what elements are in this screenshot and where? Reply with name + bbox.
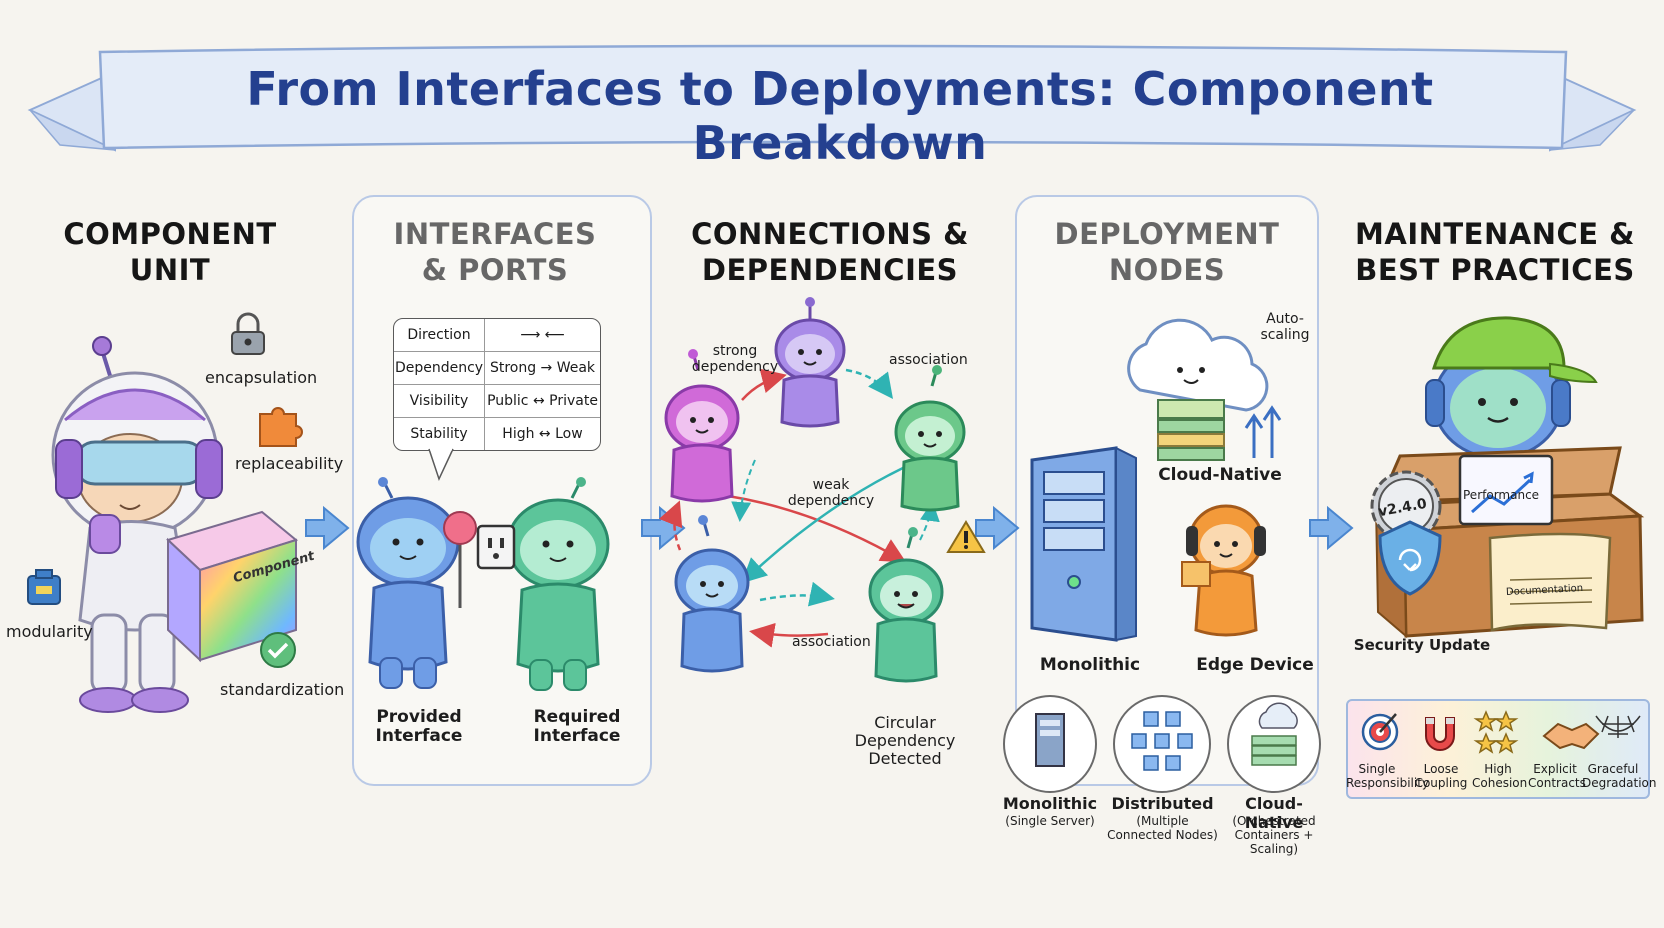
interfaces-panel [352, 195, 652, 786]
property-encapsulation: encapsulation [205, 368, 318, 387]
autoscaling-label: Auto-scaling [1260, 311, 1310, 343]
node-robot-blue-bottom [674, 515, 750, 673]
maintenance-robot [1425, 316, 1598, 460]
page-title: From Interfaces to Deployments: Componen… [246, 62, 1434, 170]
property-modularity: modularity [6, 622, 93, 641]
edge-device-robot [1181, 504, 1266, 637]
monolithic-label: Monolithic [1039, 655, 1141, 675]
section-title-connections: CONNECTIONS &DEPENDENCIES [691, 217, 969, 287]
lock-icon [231, 312, 265, 355]
dependency-graph [658, 297, 986, 683]
cloud-icon [1127, 318, 1269, 412]
table-row: Visibility Public ↔ Private [394, 384, 600, 417]
bubble-monolithic-desc: (Single Server) [1005, 814, 1095, 828]
best-practices-box [1346, 699, 1650, 799]
association-label-top: association [889, 352, 968, 368]
cloud-native-mini-icon [1251, 702, 1298, 766]
shield-icon [1378, 520, 1442, 596]
warning-icon [946, 520, 986, 553]
flow-arrow-3 [975, 505, 1020, 551]
table-row: Dependency Strong → Weak [394, 351, 600, 384]
badge-check-icon [260, 632, 296, 668]
bubble-monolithic-title: Monolithic [1002, 794, 1098, 813]
magnet-icon [1425, 717, 1455, 751]
security-update-label: Security Update [1353, 636, 1491, 654]
table-row: Stability High ↔ Low [394, 417, 600, 450]
required-robot [476, 477, 610, 691]
performance-label: Performance [1463, 488, 1540, 502]
puzzle-icon [259, 407, 303, 447]
stars-icon [1473, 710, 1519, 754]
property-replaceability: replaceability [235, 454, 344, 473]
deployment-illustration [1030, 318, 1282, 642]
node-robot-purple-top [774, 297, 846, 428]
title-banner [27, 44, 1637, 152]
flow-arrow-1 [305, 505, 350, 551]
cloud-native-label: Cloud-Native [1158, 465, 1282, 485]
deployment-bubbles [1003, 695, 1321, 793]
node-robot-magenta-left [664, 349, 740, 503]
astronaut-robot [51, 336, 299, 713]
flow-arrow-4 [1309, 505, 1354, 551]
safety-net-icon [1595, 715, 1641, 738]
speech-bubble-tail [428, 447, 454, 482]
interface-properties-table: Direction ⟶ ⟵ Dependency Strong → Weak V… [393, 318, 601, 451]
server-tower-icon [1030, 446, 1137, 642]
association-label-bottom: association [792, 634, 871, 650]
mini-server-icon [1035, 713, 1065, 767]
scale-up-arrows-icon [1244, 405, 1282, 458]
node-robot-green-right [894, 365, 966, 512]
section-title-interfaces: INTERFACES& PORTS [393, 217, 597, 287]
module-icon [27, 569, 61, 605]
maintenance-illustration [1370, 316, 1645, 639]
edge-device-label: Edge Device [1196, 655, 1314, 675]
distributed-nodes-icon [1131, 711, 1193, 771]
version-gear-icon [1370, 470, 1442, 542]
table-row: Direction ⟶ ⟵ [394, 319, 600, 351]
bubble-cloud-native-title: Cloud-Native [1244, 794, 1304, 832]
performance-chart-icon [1458, 454, 1554, 526]
property-standardization: standardization [220, 680, 345, 699]
handshake-icon [1542, 722, 1600, 750]
bubble-distributed-title: Distributed [1111, 794, 1214, 813]
interface-robots [356, 477, 610, 691]
provided-robot [356, 477, 477, 689]
best-practices-icons [1361, 710, 1641, 754]
target-icon [1361, 713, 1399, 751]
section-title-maintenance: MAINTENANCE &BEST PRACTICES [1355, 217, 1635, 287]
container-stack-icon [1157, 399, 1225, 461]
documentation-scroll-icon [1488, 532, 1612, 632]
node-robot-teal-bottom [868, 527, 944, 683]
